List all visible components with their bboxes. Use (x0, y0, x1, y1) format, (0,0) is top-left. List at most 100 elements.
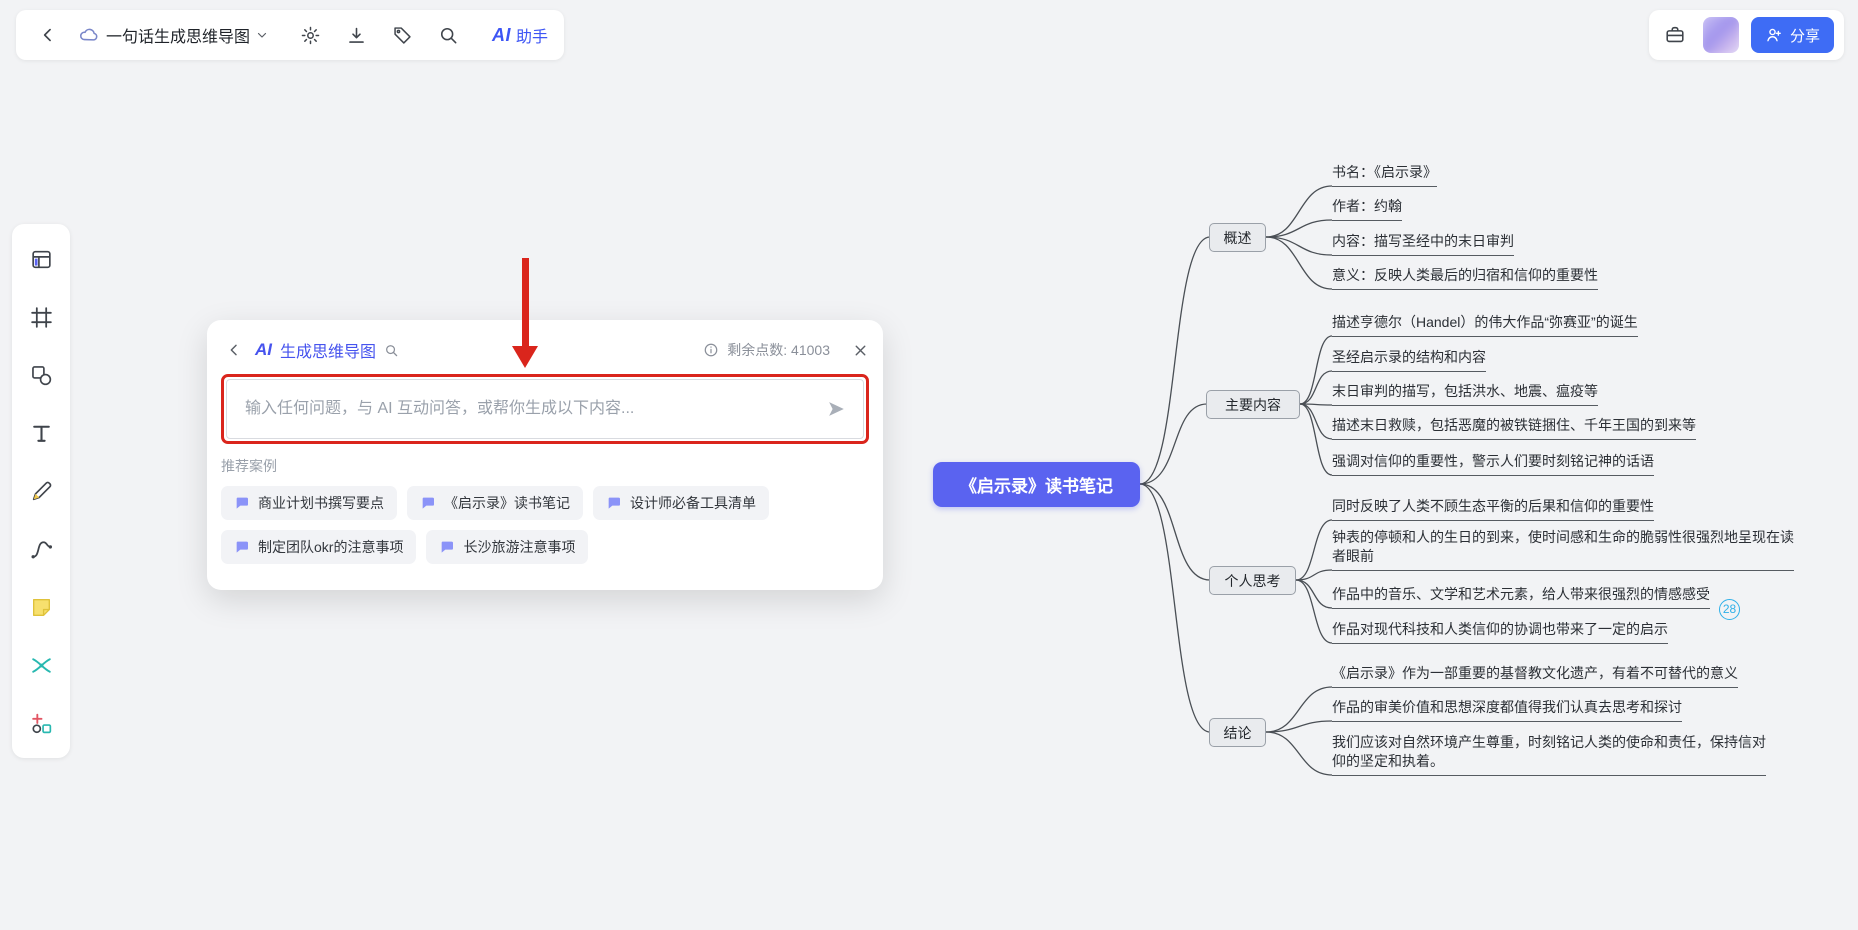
mindmap-leaf[interactable]: 作品的审美价值和思想深度都值得我们认真去思考和探讨 (1332, 698, 1682, 722)
template-tool[interactable] (24, 242, 58, 276)
dialog-title-ai: AI (255, 340, 272, 359)
back-chevron-icon (43, 28, 51, 42)
download-icon (348, 27, 364, 43)
suggested-examples-title: 推荐案例 (221, 458, 277, 474)
ai-assistant-label: 助手 (516, 29, 549, 46)
ai-assistant-button[interactable]: AI 助手 (492, 23, 548, 47)
mindmap-icon (31, 657, 51, 673)
mindmap-branch-conclusion[interactable]: 结论 (1209, 718, 1266, 747)
mindmap-leaf[interactable]: 作品中的音乐、文学和艺术元素，给人带来很强烈的情感感受 28 (1332, 585, 1740, 620)
tag-button[interactable] (386, 19, 418, 51)
mindmap-leaf[interactable]: 末日审判的描写，包括洪水、地震、瘟疫等 (1332, 382, 1598, 406)
document-title-dropdown[interactable]: 一句话生成思维导图 (78, 23, 268, 47)
apps-button[interactable] (1659, 19, 1691, 51)
connector-tool[interactable] (24, 532, 58, 566)
chat-bubble-icon (236, 541, 248, 553)
example-chip-label: 制定团队okr的注意事项 (258, 539, 404, 555)
example-chip-label: 《启示录》读书笔记 (444, 495, 570, 511)
avatar[interactable] (1702, 17, 1739, 53)
share-button[interactable]: 分享 (1750, 17, 1834, 53)
example-chip-label: 设计师必备工具清单 (630, 495, 756, 511)
frame-tool[interactable] (24, 300, 58, 334)
top-right-toolbar: 分享 (1648, 10, 1844, 60)
dialog-back-button[interactable] (221, 337, 247, 363)
mindmap-leaf[interactable]: 钟表的停顿和人的生日的到来，使时间感和生命的脆弱性很强烈地呈现在读者眼前 (1332, 528, 1794, 571)
ai-logo: AI (492, 24, 512, 45)
briefcase-icon (1666, 26, 1684, 43)
download-button[interactable] (340, 19, 372, 51)
chat-bubble-icon (422, 497, 434, 509)
add-shape-icon (31, 713, 51, 733)
text-icon (32, 425, 50, 442)
comment-count-badge[interactable]: 28 (1719, 599, 1740, 620)
mindmap-leaf-text: 作品中的音乐、文学和艺术元素，给人带来很强烈的情感感受 (1332, 586, 1710, 602)
mindmap-leaf[interactable]: 同时反映了人类不顾生态平衡的后果和信仰的重要性 (1332, 497, 1654, 521)
pen-tool[interactable] (24, 474, 58, 508)
close-icon (855, 345, 866, 355)
gear-icon (301, 26, 319, 44)
chat-bubble-icon (236, 497, 248, 509)
tag-icon (393, 26, 411, 44)
dialog-close-button[interactable] (852, 342, 869, 359)
example-chip[interactable]: 长沙旅游注意事项 (426, 530, 589, 564)
tool-sidebar (12, 224, 70, 758)
mindmap-leaf[interactable]: 我们应该对自然环境产生尊重，时刻铭记人类的使命和责任，保持信对仰的坚定和执着。 (1332, 733, 1766, 776)
template-icon (31, 250, 51, 268)
mindmap-leaf[interactable]: 作品对现代科技和人类信仰的协调也带来了一定的启示 (1332, 620, 1668, 644)
mindmap-branch-main[interactable]: 主要内容 (1206, 390, 1300, 419)
mindmap-leaf[interactable]: 强调对信仰的重要性，警示人们要时刻铭记神的话语 (1332, 452, 1654, 476)
mindmap-root-node[interactable]: 《启示录》读书笔记 (933, 462, 1140, 507)
ai-generate-dialog: AI 生成思维导图 剩余点数: 41003 推荐案例 商业计划书撰 (207, 320, 883, 590)
mindmap-leaf[interactable]: 内容：描写圣经中的末日审判 (1332, 232, 1514, 256)
avatar-image (1702, 17, 1739, 53)
back-button[interactable] (32, 19, 64, 51)
mindmap-leaf[interactable]: 作者：约翰 (1332, 197, 1402, 221)
dialog-header: AI 生成思维导图 剩余点数: 41003 (221, 336, 869, 364)
mindmap-tool[interactable] (24, 648, 58, 682)
chevron-down-icon (257, 32, 267, 38)
search-small-icon[interactable] (384, 343, 399, 358)
example-chip[interactable]: 设计师必备工具清单 (593, 486, 769, 520)
dialog-title: AI 生成思维导图 (255, 338, 399, 362)
sticky-note-tool[interactable] (24, 590, 58, 624)
cloud-icon (79, 28, 98, 41)
example-chip[interactable]: 《启示录》读书笔记 (407, 486, 583, 520)
shapes-icon (31, 365, 51, 385)
search-icon (440, 27, 456, 43)
document-title: 一句话生成思维导图 (106, 29, 251, 46)
ai-prompt-inputbox (226, 379, 864, 439)
shapes-tool[interactable] (24, 358, 58, 392)
ai-prompt-input[interactable] (243, 399, 815, 419)
mindmap-leaf[interactable]: 描述末日救赎，包括恶魔的被铁链捆住、千年王国的到来等 (1332, 416, 1696, 440)
suggested-examples: 商业计划书撰写要点 《启示录》读书笔记 设计师必备工具清单 制定团队okr的注意… (221, 486, 869, 564)
mindmap-leaf[interactable]: 意义：反映人类最后的归宿和信仰的重要性 (1332, 266, 1598, 290)
annotation-highlight-box (221, 374, 869, 444)
pen-icon (32, 481, 51, 500)
share-label: 分享 (1789, 27, 1820, 45)
mindmap-leaf[interactable]: 书名：《启示录》 (1332, 163, 1437, 187)
share-person-icon (1767, 28, 1781, 42)
mindmap-leaf[interactable]: 描述亨德尔（Handel）的伟大作品“弥赛亚”的诞生 (1332, 313, 1638, 337)
chat-bubble-icon (442, 541, 454, 553)
mindmap-branch-thoughts[interactable]: 个人思考 (1209, 566, 1296, 595)
example-chip[interactable]: 商业计划书撰写要点 (221, 486, 397, 520)
frame-icon (30, 306, 52, 328)
back-chevron-icon (230, 344, 237, 356)
example-chip[interactable]: 制定团队okr的注意事项 (221, 530, 417, 564)
mindmap-branch-overview[interactable]: 概述 (1209, 223, 1266, 252)
add-shape-tool[interactable] (24, 706, 58, 740)
search-button[interactable] (432, 19, 464, 51)
send-icon[interactable] (825, 398, 847, 420)
mindmap-leaf[interactable]: 《启示录》作为一部重要的基督教文化遗产，有着不可替代的意义 (1332, 664, 1738, 688)
dialog-title-text: 生成思维导图 (280, 344, 377, 361)
example-chip-label: 长沙旅游注意事项 (463, 539, 576, 555)
info-icon (704, 343, 718, 357)
example-chip-label: 商业计划书撰写要点 (258, 495, 384, 511)
settings-button[interactable] (294, 19, 326, 51)
text-tool[interactable] (24, 416, 58, 450)
chat-bubble-icon (608, 497, 620, 509)
mindmap-leaf[interactable]: 圣经启示录的结构和内容 (1332, 348, 1486, 372)
